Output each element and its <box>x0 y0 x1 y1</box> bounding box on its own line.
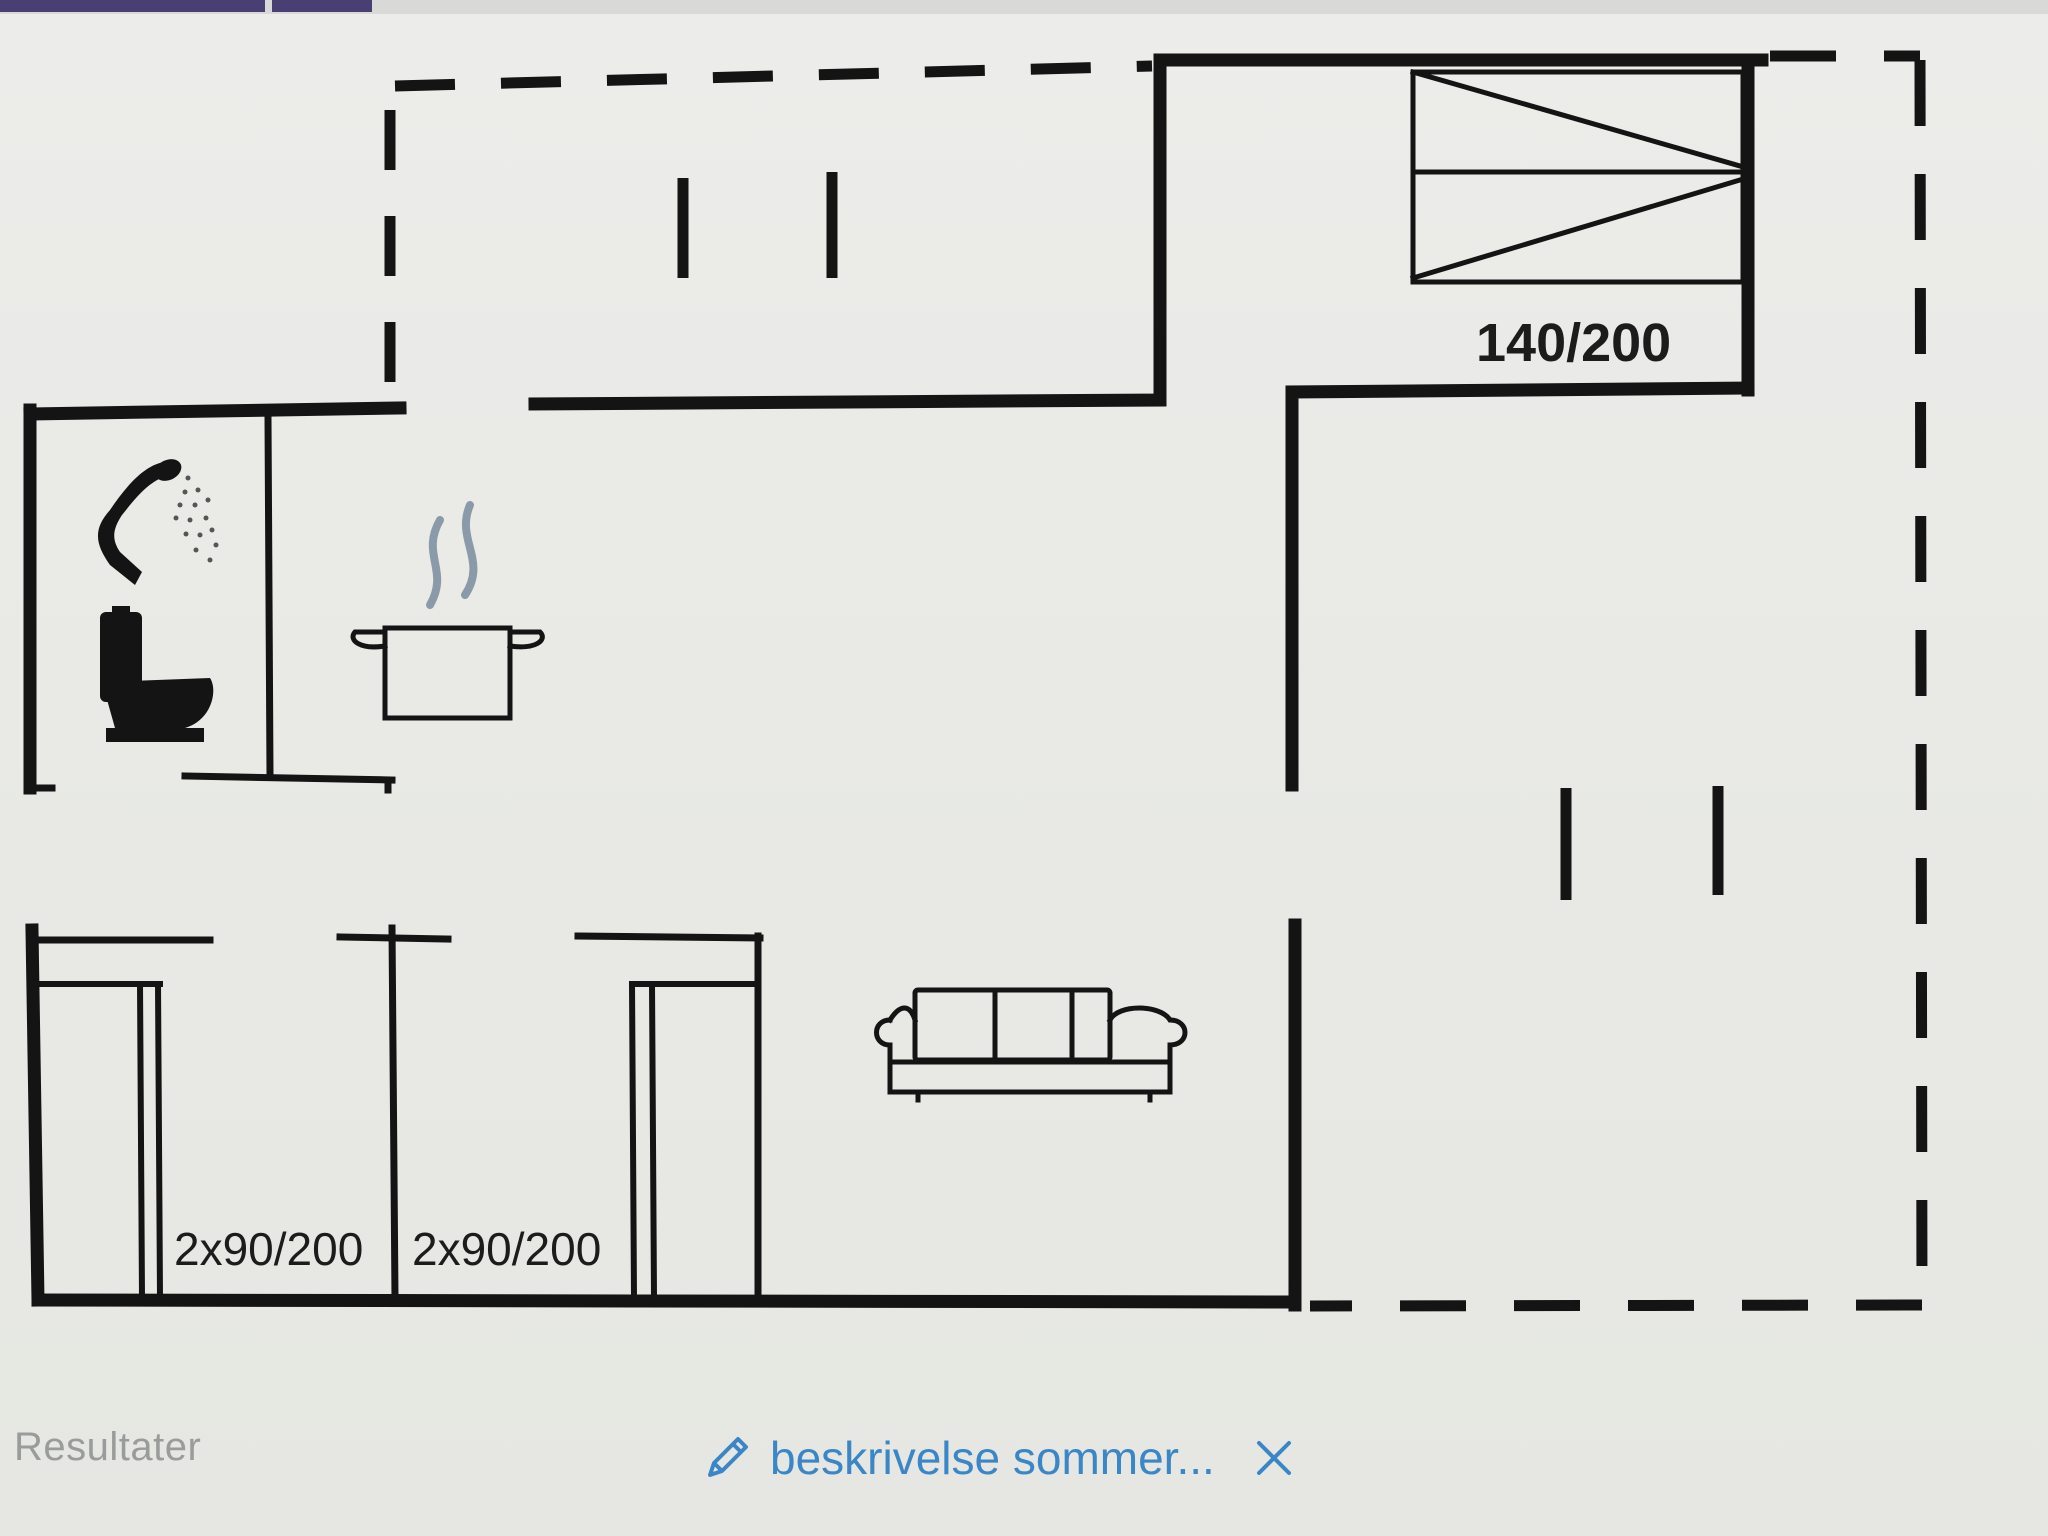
toilet-icon <box>100 606 214 742</box>
search-chip-text: beskrivelse sommer... <box>770 1432 1215 1484</box>
top-tab[interactable] <box>0 0 265 12</box>
search-chip[interactable]: beskrivelse sommer... <box>700 1428 1297 1488</box>
cooking-pot-icon <box>350 625 545 721</box>
top-tab[interactable] <box>272 0 372 12</box>
steam-icon <box>426 501 478 609</box>
results-label[interactable]: Resultater <box>14 1425 202 1469</box>
bed-icon <box>1409 68 1746 285</box>
top-strip <box>0 0 2048 14</box>
interior-walls <box>26 414 764 1302</box>
bed-size-label-bunk-left: 2x90/200 <box>174 1223 364 1275</box>
bed-size-label-bunk-right: 2x90/200 <box>412 1223 602 1275</box>
close-icon[interactable] <box>1251 1435 1297 1481</box>
floor-plan-drawing <box>23 50 1928 1312</box>
sofa-icon <box>874 987 1188 1103</box>
floor-plan: 140/200 2x90/200 2x90/200 <box>23 50 1928 1312</box>
shower-water-drops <box>173 475 219 563</box>
bed-size-label-double: 140/200 <box>1476 313 1672 373</box>
pencil-icon[interactable] <box>700 1431 754 1485</box>
dashed-outline-top-left <box>384 60 1153 390</box>
dashed-outline-right <box>1309 50 1928 1312</box>
window-marks <box>677 172 1724 900</box>
shower-icon <box>97 459 219 585</box>
bedroom-fixtures <box>35 980 761 1302</box>
walls <box>23 53 1769 1312</box>
